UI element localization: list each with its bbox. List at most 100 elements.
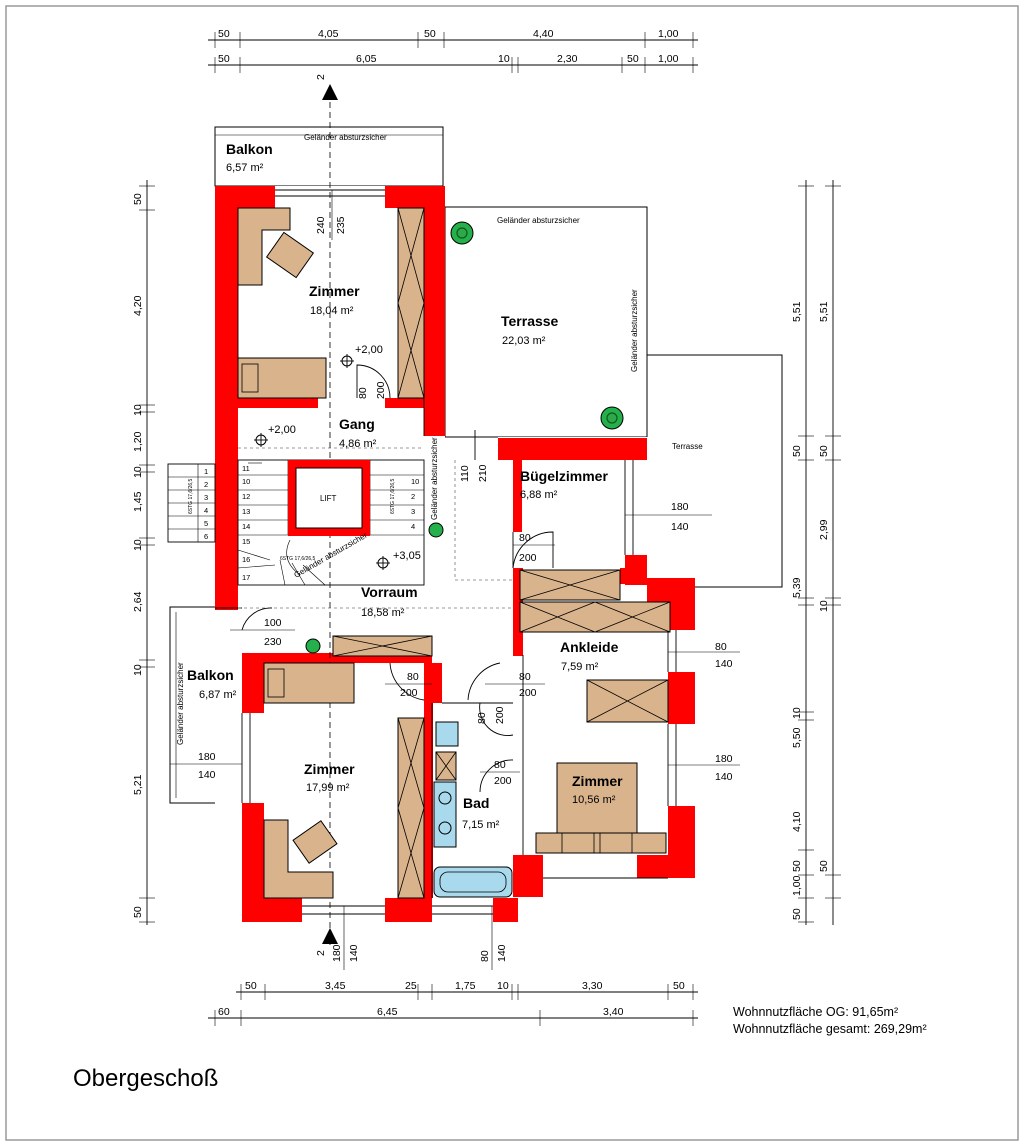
- svg-text:15: 15: [242, 537, 250, 546]
- svg-text:100: 100: [264, 617, 282, 629]
- dim-top-10: 50: [627, 53, 639, 65]
- room-zimmer-right-area: 10,56 m²: [572, 794, 616, 806]
- svg-text:235: 235: [335, 216, 347, 234]
- dim-bottom-5: 10: [497, 980, 509, 992]
- svg-text:Geländer absturzsicher: Geländer absturzsicher: [430, 437, 439, 520]
- svg-text:12: 12: [242, 492, 250, 501]
- svg-text:110: 110: [459, 465, 471, 482]
- svg-text:1: 1: [204, 467, 208, 476]
- dim-right-4: 10: [791, 707, 803, 719]
- svg-text:16: 16: [242, 555, 250, 564]
- svg-text:200: 200: [519, 552, 537, 564]
- svg-text:140: 140: [715, 771, 733, 783]
- dim-left-9: 10: [132, 664, 144, 676]
- svg-text:140: 140: [348, 944, 360, 962]
- dim-left-2: 4,20: [132, 295, 144, 316]
- svg-text:140: 140: [198, 769, 216, 781]
- room-buegelzimmer-area: 6,88 m²: [520, 489, 558, 501]
- room-terrasse-area: 22,03 m²: [502, 335, 546, 347]
- svg-text:200: 200: [494, 775, 512, 787]
- room-terrasse-small-name: Terrasse: [672, 442, 703, 451]
- svg-text:140: 140: [715, 658, 733, 670]
- dim-top-5: 1,00: [658, 28, 679, 40]
- svg-text:80: 80: [494, 759, 506, 771]
- svg-text:200: 200: [400, 687, 418, 699]
- dim-top-6: 50: [218, 53, 230, 65]
- railings: [169, 134, 648, 803]
- dim-right-11: 50: [818, 445, 830, 457]
- room-vorraum-area: 18,58 m²: [361, 607, 405, 619]
- terrasse-area: [444, 206, 648, 438]
- stair-small-text: 6STG 17,6/26,5: [188, 478, 194, 514]
- dim-left-10: 5,21: [132, 774, 144, 795]
- dim-top-7: 6,05: [356, 53, 377, 65]
- room-bad-area: 7,15 m²: [462, 819, 500, 831]
- dim-right-14: 50: [818, 860, 830, 872]
- svg-text:80: 80: [479, 950, 491, 962]
- dim-left-8: 2,64: [132, 591, 144, 612]
- drawing-frame: [5, 5, 1019, 1141]
- svg-text:180: 180: [671, 501, 689, 513]
- dim-top-11: 1,00: [658, 53, 679, 65]
- svg-text:2: 2: [411, 492, 415, 501]
- svg-text:80: 80: [519, 532, 531, 544]
- level-upper: +2,00: [355, 344, 383, 356]
- balkon-top-area: [214, 126, 444, 187]
- dim-left-11: 50: [132, 906, 144, 918]
- dim-bottom-1: 50: [245, 980, 257, 992]
- dimensions-bottom: 50 3,45 25 1,75 10 3,30 50 60 6,45 3,40: [208, 980, 698, 1026]
- svg-text:180: 180: [331, 944, 343, 962]
- dim-right-10: 5,51: [818, 301, 830, 322]
- svg-text:80: 80: [715, 641, 727, 653]
- lift: LIFT: [288, 460, 370, 536]
- dimensions-right: 5,51 50 5,39 10 5,50 4,10 50 1,00 50 5,5…: [791, 180, 841, 925]
- room-zimmer-bottom-name: Zimmer: [304, 761, 355, 777]
- dim-left-6: 1,45: [132, 491, 144, 512]
- svg-text:200: 200: [494, 706, 506, 724]
- dim-right-1: 5,51: [791, 301, 803, 322]
- dim-top-8: 10: [498, 53, 510, 65]
- level-vorraum: +3,05: [393, 550, 421, 562]
- dim-right-7: 50: [791, 860, 803, 872]
- dim-left-4: 1,20: [132, 431, 144, 452]
- room-vorraum-name: Vorraum: [361, 584, 418, 600]
- section-marker-bottom: 2: [315, 950, 327, 956]
- svg-text:200: 200: [519, 687, 537, 699]
- dim-top-3: 50: [424, 28, 436, 40]
- svg-text:Geländer absturzsicher: Geländer absturzsicher: [176, 662, 185, 745]
- dim-right-12: 2,99: [818, 519, 830, 540]
- lift-label: LIFT: [320, 494, 337, 503]
- dim-right-13: 10: [818, 600, 830, 612]
- section-line: 2 2: [315, 74, 338, 956]
- room-balkon-top-name: Balkon: [226, 141, 273, 157]
- dim-left-1: 50: [132, 193, 144, 205]
- svg-text:180: 180: [715, 753, 733, 765]
- dim-bottom-6: 3,30: [582, 980, 603, 992]
- dim-bottom-3: 25: [405, 980, 417, 992]
- svg-text:240: 240: [315, 216, 327, 234]
- drawing-title: Obergeschoß: [73, 1065, 218, 1092]
- room-gang-area: 4,86 m²: [339, 438, 377, 450]
- dim-bottom-2: 3,45: [325, 980, 346, 992]
- svg-text:80: 80: [407, 671, 419, 683]
- dimensions-left: 50 4,20 10 1,20 10 1,45 10 2,64 10 5,21 …: [132, 180, 155, 925]
- svg-text:4: 4: [204, 506, 208, 515]
- dim-top-4: 4,40: [533, 28, 554, 40]
- room-ankleide-name: Ankleide: [560, 639, 619, 655]
- svg-text:10: 10: [411, 477, 419, 486]
- svg-text:180: 180: [198, 751, 216, 763]
- svg-text:14: 14: [242, 522, 250, 531]
- summary-og: Wohnnutzfläche OG: 91,65m²: [733, 1005, 898, 1019]
- level-markers: +2,00 +2,00 +3,05: [254, 344, 421, 570]
- interior-lines: [215, 189, 677, 915]
- dim-right-5: 5,50: [791, 727, 803, 748]
- svg-text:2: 2: [204, 480, 208, 489]
- room-gang-name: Gang: [339, 416, 375, 432]
- dim-bottom-9: 6,45: [377, 1006, 398, 1018]
- walls: [215, 186, 695, 922]
- dim-right-3: 5,39: [791, 577, 803, 598]
- dim-left-7: 10: [132, 539, 144, 551]
- svg-text:200: 200: [375, 381, 387, 399]
- dim-left-3: 10: [132, 404, 144, 416]
- room-labels: Balkon 6,57 m² Zimmer 18,04 m² Terrasse …: [187, 141, 703, 831]
